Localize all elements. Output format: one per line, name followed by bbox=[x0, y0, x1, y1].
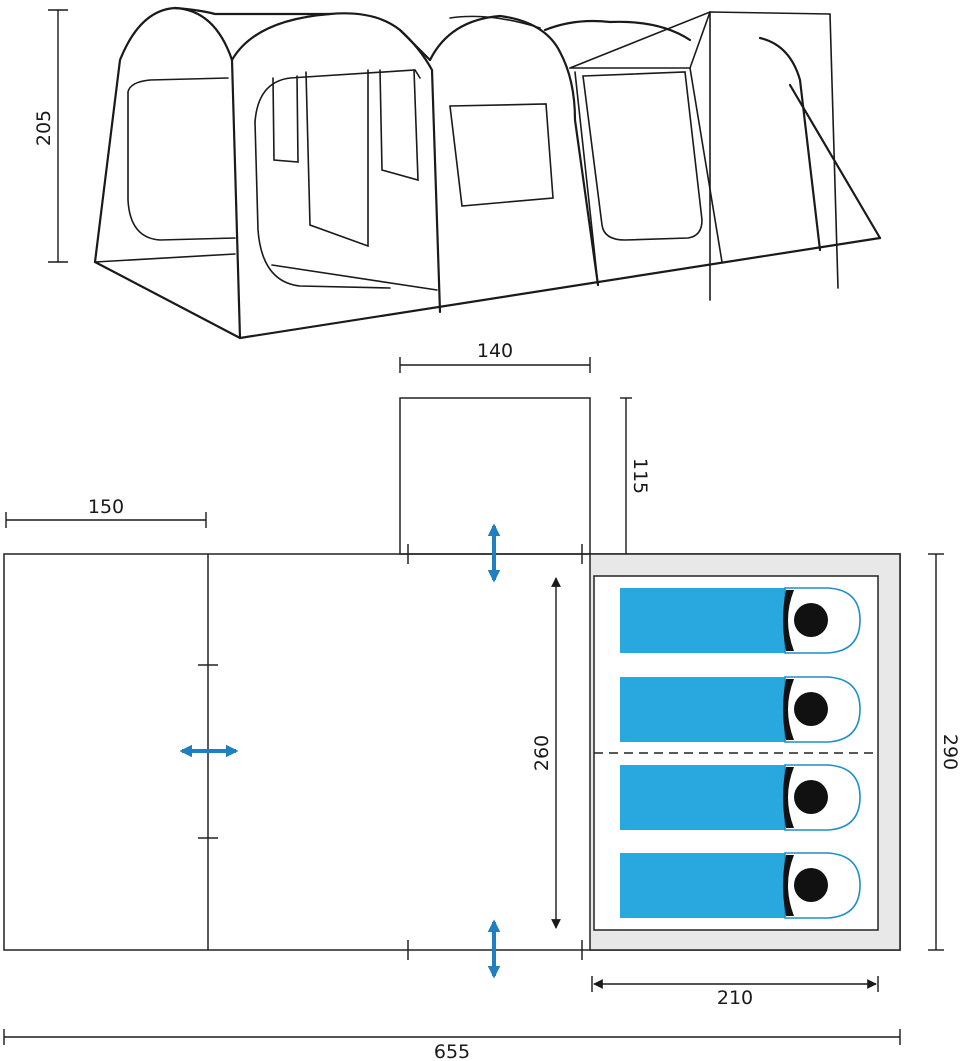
head bbox=[794, 780, 828, 814]
sleeping-bag-icon bbox=[620, 852, 861, 919]
total-length-dimension: 655 bbox=[3, 1029, 901, 1061]
inner-height-label: 260 bbox=[531, 735, 553, 771]
sleeping-bag-body bbox=[620, 588, 792, 653]
total-depth-label: 290 bbox=[939, 734, 960, 770]
bag-hood bbox=[783, 767, 794, 828]
bag-hood bbox=[783, 679, 794, 740]
sleeping-bag-icon bbox=[620, 764, 861, 831]
annex-width-dimension: 150 bbox=[5, 496, 207, 528]
head bbox=[794, 603, 828, 637]
annex-width-label: 150 bbox=[88, 496, 124, 518]
sleeping-bag-icon bbox=[620, 676, 861, 743]
sleeping-bag-body bbox=[620, 765, 792, 830]
bag-hood bbox=[783, 590, 794, 651]
sleeping-bag-body bbox=[620, 853, 792, 918]
head bbox=[794, 868, 828, 902]
tent-3d-view bbox=[93, 6, 882, 340]
porch-depth-dimension: 115 bbox=[620, 397, 651, 554]
porch-width-dimension: 140 bbox=[399, 340, 591, 373]
sleeping-bag-icon bbox=[620, 587, 861, 654]
head bbox=[794, 692, 828, 726]
height-dimension: 205 bbox=[33, 9, 68, 263]
sleeping-bags bbox=[620, 587, 861, 919]
porch-depth-label: 115 bbox=[629, 458, 651, 494]
porch-width-label: 140 bbox=[477, 340, 513, 362]
bag-hood bbox=[783, 855, 794, 916]
total-length-label: 655 bbox=[434, 1041, 470, 1061]
height-label: 205 bbox=[33, 110, 55, 146]
inner-height-dimension: 260 bbox=[531, 577, 561, 929]
floor-plan bbox=[3, 397, 901, 979]
sleeping-bag-body bbox=[620, 677, 792, 742]
bedroom-width-label: 210 bbox=[717, 987, 753, 1009]
total-depth-dimension: 290 bbox=[928, 553, 960, 951]
bedroom-width-dimension: 210 bbox=[591, 976, 879, 1009]
